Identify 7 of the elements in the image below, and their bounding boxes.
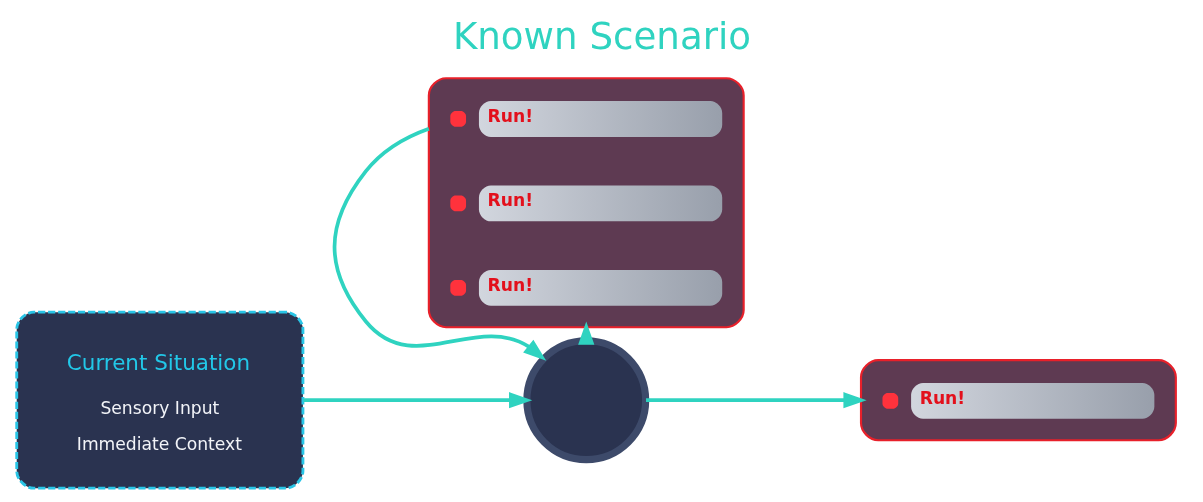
node-box: Current Situation Sensory Input Immediate Context: [14, 310, 304, 490]
arrow: [332, 127, 546, 361]
diagram-title: Known Scenario: [452, 14, 751, 59]
arrow: [645, 392, 867, 409]
arrow: [577, 321, 594, 345]
cluster: [859, 359, 1177, 442]
arrow: [303, 392, 532, 409]
